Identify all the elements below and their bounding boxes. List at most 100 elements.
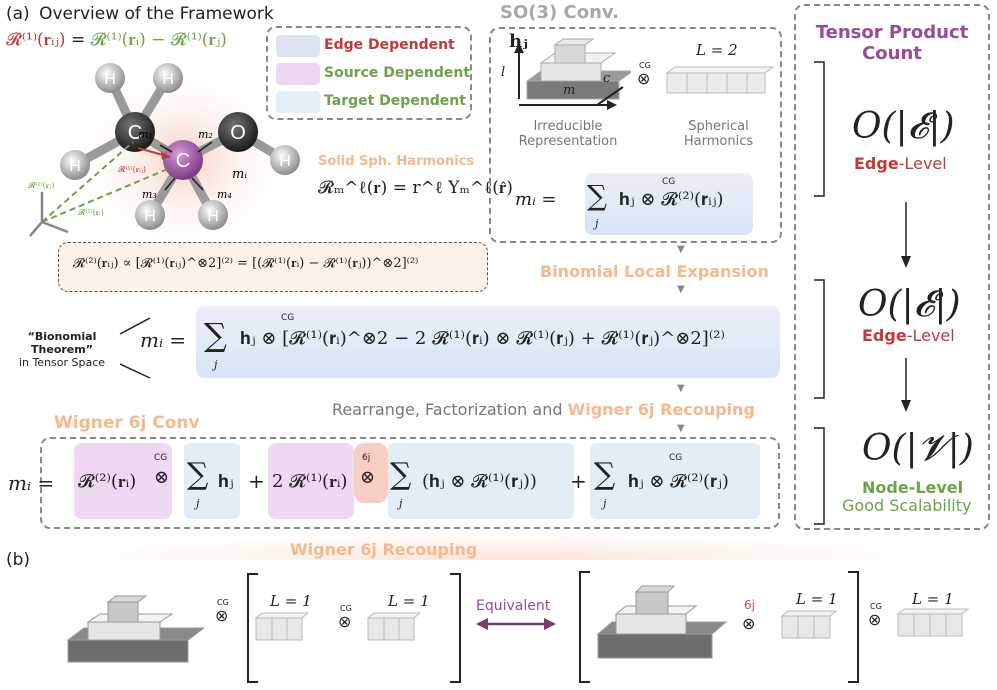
level1-label-bold: Edge bbox=[854, 154, 899, 173]
legend-label-source: Source Dependent bbox=[324, 65, 471, 81]
legend-label-target: Target Dependent bbox=[324, 93, 466, 109]
tensor-count-title: Tensor Product Count bbox=[796, 22, 988, 64]
panel-b-otimes-2: ⊗ bbox=[338, 612, 352, 631]
sph-caption-1: Spherical bbox=[688, 119, 749, 134]
atom-h-4 bbox=[270, 145, 300, 175]
panel-a-header: (a) Overview of the Framework bbox=[6, 4, 274, 24]
panel-b-left-stack-icon bbox=[66, 595, 204, 663]
axes-icon bbox=[29, 192, 69, 237]
binomial-eq-body: 𝐡ⱼ ⊗ [𝓡⁽¹⁾(𝐫ᵢ)^⊗2 − 2 𝓡⁽¹⁾(𝐫ᵢ) ⊗ 𝓡⁽¹⁾(𝐫ⱼ… bbox=[240, 328, 725, 349]
msg-m2: m₂ bbox=[198, 128, 213, 141]
binomial-eq-lhs: mᵢ = bbox=[140, 328, 187, 352]
atom-h-6 bbox=[198, 200, 228, 230]
panel-b-left-bracket bbox=[247, 573, 461, 683]
panel-b-otimes-3: ⊗ bbox=[742, 614, 756, 633]
wigner-eq-lhs: mᵢ = bbox=[8, 471, 55, 495]
t4-highlight bbox=[388, 443, 574, 519]
wigner-sixj: 6j bbox=[362, 453, 371, 463]
binomial-theorem-note: “Bionomial Theorem” in Tensor Space bbox=[2, 330, 122, 369]
panel-b-glow bbox=[0, 530, 997, 560]
legend: Edge Dependent Source Dependent Target D… bbox=[266, 26, 472, 120]
legend-swatch-source bbox=[276, 63, 320, 85]
wigner-sum-3: ∑ bbox=[594, 457, 616, 492]
atom-h-3 bbox=[60, 150, 90, 180]
wigner-plus-2: + bbox=[570, 469, 587, 493]
panel-b-L1-b: L = 1 bbox=[388, 592, 430, 610]
irrep-caption-2: Representation bbox=[518, 134, 618, 149]
panel-b-cg-1: CG bbox=[217, 598, 229, 607]
so3-otimes: ⊗ bbox=[637, 69, 651, 88]
panel-b-title: Wigner 6j Recouping bbox=[290, 540, 478, 559]
so3-eq-sum-sub: j bbox=[595, 217, 599, 230]
sixj-highlight bbox=[354, 443, 388, 503]
wigner-t5-cg: CG bbox=[669, 453, 683, 463]
note-bracket-lines bbox=[119, 317, 151, 379]
atom-h-6-label: H bbox=[207, 208, 219, 225]
expansion-box: 𝓡⁽²⁾(𝐫ᵢⱼ) ∝ [𝓡⁽¹⁾(𝐫ᵢⱼ)^⊗2]⁽²⁾ = [(𝓡⁽¹⁾(𝐫… bbox=[58, 242, 488, 292]
level2-label-bold: Edge bbox=[862, 326, 907, 345]
wigner-t3-op: ⊗ bbox=[360, 467, 376, 488]
sph-caption-2: Harmonics bbox=[683, 134, 754, 149]
legend-label-edge: Edge Dependent bbox=[324, 37, 455, 53]
level2-expr: O(|𝓔|) bbox=[858, 284, 961, 325]
binomial-eq-cg: CG bbox=[281, 313, 295, 323]
rearrange-highlight: Wigner 6j Recouping bbox=[567, 400, 755, 419]
panel-b-outer-blocks-icon bbox=[896, 608, 970, 637]
panel-a-label: (a) bbox=[6, 4, 30, 24]
so3-title: SO(3) Conv. bbox=[500, 2, 620, 23]
so3-axis-c: c bbox=[603, 71, 611, 86]
so3-hj: 𝐡ⱼ bbox=[509, 31, 528, 52]
panel-b-right-bracket bbox=[579, 571, 859, 683]
wigner-t4: (𝐡ⱼ ⊗ 𝓡⁽¹⁾(𝐫ⱼ)) bbox=[422, 471, 537, 492]
wigner-t1-cg: CG bbox=[154, 453, 168, 463]
msg-mi: mᵢ bbox=[232, 167, 247, 182]
level2-label: Edge-Level bbox=[862, 326, 955, 345]
wigner-t2: 𝐡ⱼ bbox=[218, 471, 234, 492]
msg-m3: m₃ bbox=[142, 188, 157, 201]
level1-label-rest: -Level bbox=[898, 154, 947, 173]
equivalent-label: Equivalent bbox=[476, 598, 551, 614]
sph-harm-blocks-icon bbox=[665, 66, 775, 94]
t3-highlight bbox=[268, 443, 354, 519]
rearrange-prefix: Rearrange, Factorization and bbox=[332, 400, 563, 419]
level2-label-rest: -Level bbox=[906, 326, 955, 345]
t1-highlight bbox=[74, 443, 172, 519]
msg-m4: m₄ bbox=[217, 188, 232, 201]
solid-harmonics-formula: 𝓡ₘ^ℓ(𝐫) = r^ℓ Yₘ^ℓ(𝐫̂) bbox=[318, 178, 513, 198]
level3-expr: O(|𝓥|) bbox=[862, 428, 974, 469]
binomial-eq-sum: ∑ bbox=[204, 316, 227, 354]
panel-b-label: (b) bbox=[6, 550, 31, 570]
atom-h-2-label: H bbox=[162, 71, 174, 88]
t2-highlight bbox=[184, 443, 240, 519]
level1-label: Edge-Level bbox=[854, 154, 947, 173]
atom-c-1-label: C bbox=[128, 122, 142, 144]
legend-swatch-target bbox=[276, 91, 320, 113]
binomial-theorem-line2: in Tensor Space bbox=[18, 356, 106, 369]
atom-h-1-label: H bbox=[104, 71, 116, 88]
panel-b-cg-2: CG bbox=[340, 604, 352, 613]
wigner-sum-1: ∑ bbox=[187, 457, 209, 492]
wigner-sum-3-sub: j bbox=[603, 497, 607, 510]
so3-axis-m: m bbox=[563, 83, 576, 98]
vec-j-label: 𝓡⁽¹⁾(𝐫ⱼ) bbox=[28, 180, 54, 190]
vector-ri bbox=[41, 167, 171, 223]
relation-eq: = bbox=[70, 30, 86, 50]
so3-eq-cg: CG bbox=[662, 177, 676, 187]
binomial-local-expansion-label: Binomial Local Expansion bbox=[540, 262, 769, 281]
binomial-theorem-line1: “Bionomial Theorem” bbox=[27, 330, 97, 356]
so3-axis-l: l bbox=[501, 65, 506, 80]
so3-box: 𝐡ⱼ l m c CG ⊗ L = 2 Irreducible Represen… bbox=[489, 27, 782, 243]
legend-swatch-edge bbox=[276, 35, 320, 57]
msg-m1: m₁ bbox=[138, 128, 153, 141]
irrep-caption-1: Irreducible bbox=[533, 119, 603, 134]
wigner-plus-1: + bbox=[248, 469, 265, 493]
irrep-cubes-icon bbox=[514, 38, 631, 110]
t5-highlight bbox=[590, 443, 760, 519]
tensor-count-brackets bbox=[814, 61, 911, 525]
edge-arrow-head bbox=[161, 151, 170, 160]
vec-i-label: 𝓡⁽¹⁾(𝐫ᵢ) bbox=[78, 207, 104, 217]
down-triangle-4: ▼ bbox=[677, 423, 685, 434]
so3-eq-lhs: mᵢ = bbox=[515, 189, 557, 210]
edge-label: 𝓡⁽¹⁾(𝐫ᵢⱼ) bbox=[118, 164, 146, 174]
down-triangle-2: ▼ bbox=[677, 284, 685, 295]
